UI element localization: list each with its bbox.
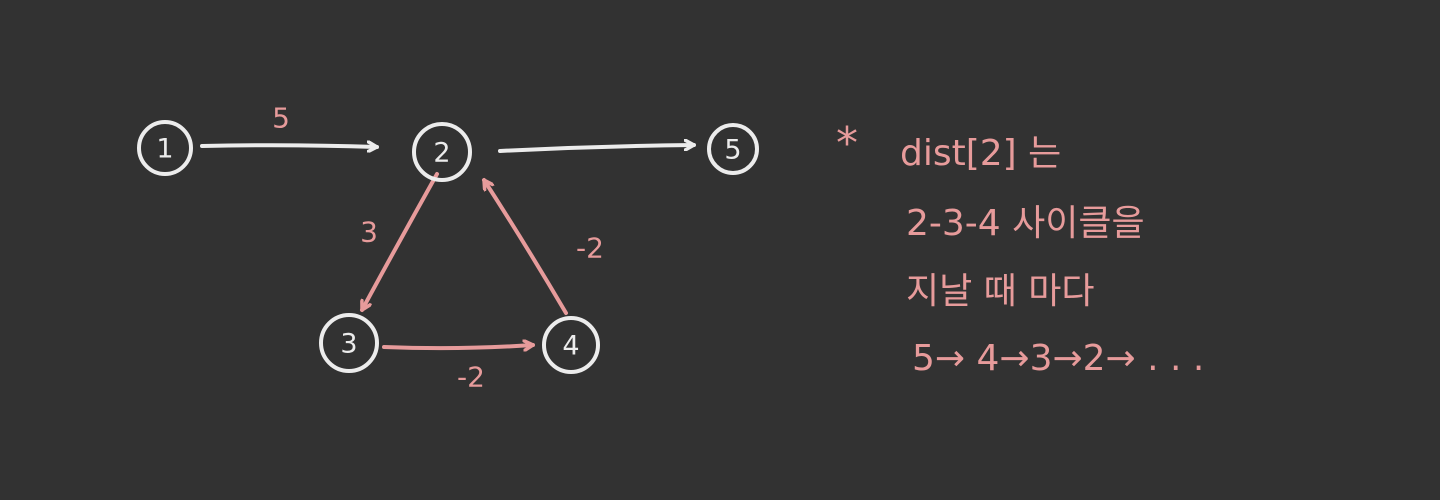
edge-4-to-2 bbox=[482, 178, 568, 315]
edge-weight-3-4: -2 bbox=[457, 361, 485, 394]
node-4: 4 bbox=[542, 316, 600, 374]
node-3-label: 3 bbox=[340, 329, 357, 360]
node-5: 5 bbox=[707, 123, 759, 175]
note-line-2: 2-3-4 사이클을 bbox=[906, 203, 1145, 244]
node-1: 1 bbox=[137, 120, 193, 176]
node-2-label: 2 bbox=[433, 138, 450, 169]
note-line-1: dist[2] 는 bbox=[900, 133, 1062, 174]
edge-weight-1-2: 5 bbox=[272, 102, 290, 135]
note-line-3: 지날 때 마다 bbox=[906, 271, 1095, 312]
edge-1-to-2 bbox=[200, 145, 379, 147]
edge-3-to-4 bbox=[382, 345, 535, 348]
edge-weight-4-2: -2 bbox=[576, 232, 604, 265]
node-4-label: 4 bbox=[562, 331, 579, 362]
note-line-4: 5→ 4→3→2→ . . . bbox=[912, 338, 1205, 379]
note-asterisk: * bbox=[836, 118, 858, 169]
edge-2-to-3 bbox=[360, 172, 439, 312]
node-2: 2 bbox=[412, 122, 472, 182]
node-5-label: 5 bbox=[724, 135, 741, 166]
node-3: 3 bbox=[319, 313, 379, 373]
edge-weight-2-3: 3 bbox=[360, 216, 378, 249]
edge-2-to-5 bbox=[498, 145, 696, 153]
node-1-label: 1 bbox=[156, 134, 173, 165]
